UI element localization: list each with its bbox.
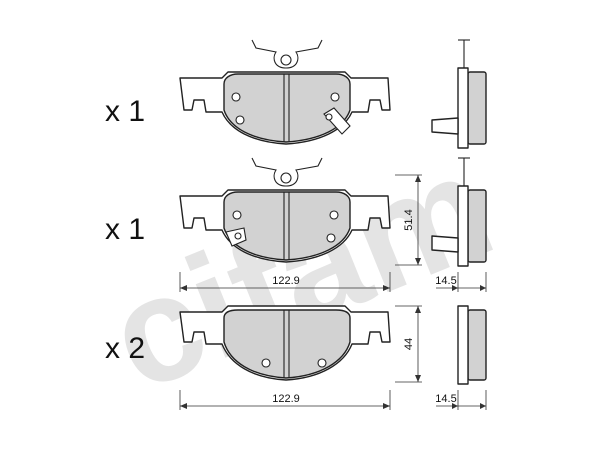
- row2-height-label: 51.4: [403, 209, 415, 230]
- row2-hole-right-low: [326, 233, 336, 243]
- row1-friction-material: [223, 73, 351, 143]
- row3-thickness-label: 14.5: [435, 393, 456, 405]
- row3-side-view: [457, 305, 487, 385]
- row3-side-backing: [457, 305, 469, 385]
- row2-spring-clip: [251, 157, 323, 187]
- row3-hole-left: [261, 358, 271, 368]
- row3-front-view: [179, 305, 391, 381]
- row2-thickness-dimension: 14.5: [435, 272, 487, 292]
- row3-hole-right: [317, 358, 327, 368]
- row2-width-dimension: 122.9: [179, 272, 391, 292]
- row2-quantity: x 1: [105, 213, 145, 246]
- row1-hole-left-low: [235, 115, 245, 125]
- row3-side-friction: [467, 309, 487, 381]
- row2-sensor-hole: [234, 232, 242, 240]
- row1-clip-eye: [280, 54, 292, 66]
- row3-thickness-dimension: 14.5: [435, 390, 487, 410]
- row2-width-label: 122.9: [272, 275, 300, 287]
- row2-side-view: [431, 157, 487, 267]
- row2-side-backing: [457, 185, 469, 267]
- row2-side-sensor: [431, 235, 459, 253]
- row3-height-label: 44: [403, 338, 415, 350]
- row2-thickness-label: 14.5: [435, 275, 456, 287]
- row1-sensor-hole: [325, 113, 333, 121]
- row1-side-view: [431, 39, 487, 149]
- row1-front-view: [179, 39, 391, 145]
- row2-front-view: [179, 157, 391, 263]
- row2-hole-right: [329, 210, 339, 220]
- row2-height-dimension: 51.4: [395, 174, 422, 266]
- row2-clip-eye: [280, 172, 292, 184]
- row3-width-label: 122.9: [272, 393, 300, 405]
- row1-side-backing: [457, 67, 469, 149]
- row1-hole-left: [231, 92, 241, 102]
- row3-width-dimension: 122.9: [179, 390, 391, 410]
- row1-spring-clip: [251, 39, 323, 69]
- row1-side-friction: [467, 71, 487, 145]
- row2-friction-material: [223, 191, 351, 261]
- row3-quantity: x 2: [105, 332, 145, 365]
- row3-height-dimension: 44: [395, 305, 422, 383]
- row1-quantity: x 1: [105, 95, 145, 128]
- row1-side-sensor: [431, 117, 459, 135]
- row1-hole-right: [330, 92, 340, 102]
- row2-hole-left: [232, 210, 242, 220]
- row2-side-friction: [467, 189, 487, 263]
